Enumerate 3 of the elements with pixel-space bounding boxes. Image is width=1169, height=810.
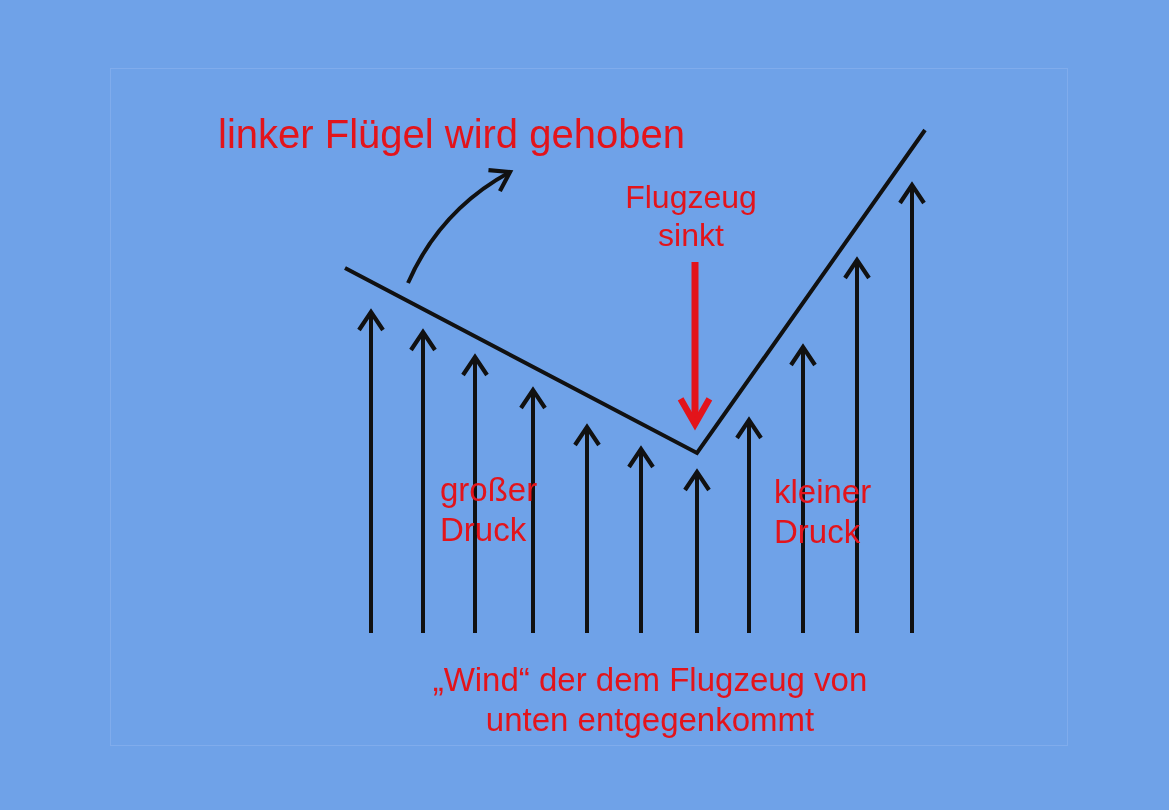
wind-caption: „Wind“ der dem Flugzeug von unten entgegenkommt — [431, 660, 869, 740]
sink-label: Flugzeug sinkt — [624, 178, 758, 255]
heading-label: linker Flügel wird gehoben — [218, 111, 686, 158]
